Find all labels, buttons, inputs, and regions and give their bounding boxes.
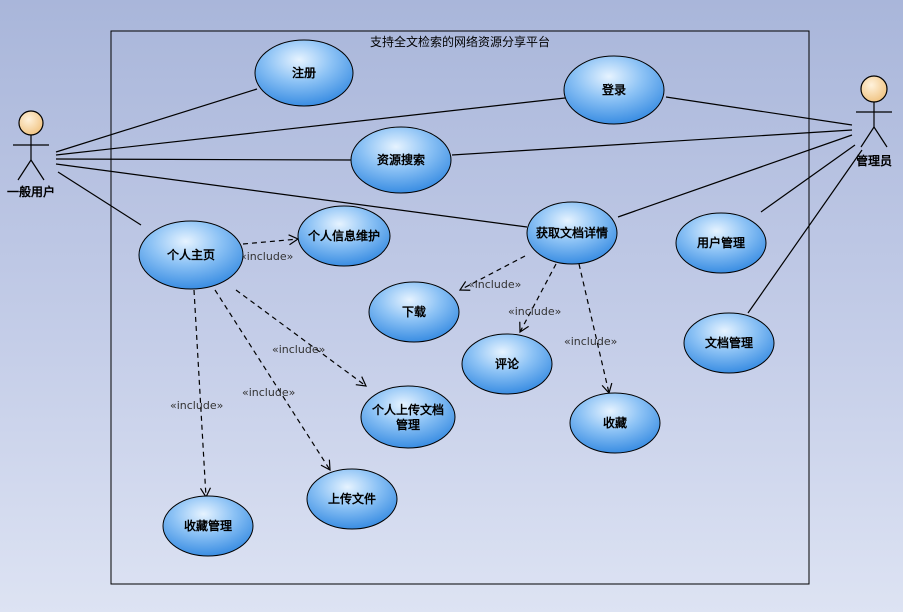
use-case-personal-home[interactable]: 个人主页 xyxy=(138,220,244,290)
include-label-uploadmgmt: «include» xyxy=(272,343,325,356)
associations-admin xyxy=(451,96,863,314)
use-case-personal-info-label: 个人信息维护 xyxy=(307,228,380,243)
include-lines xyxy=(193,234,613,499)
actor-admin[interactable] xyxy=(856,75,892,148)
actor-admin-leg-left xyxy=(860,126,875,148)
actor-user[interactable] xyxy=(13,110,49,181)
associations-user xyxy=(55,88,566,228)
include-label-favmgmt: «include» xyxy=(170,399,223,412)
assoc-user-search xyxy=(55,158,353,161)
assoc-user-login xyxy=(55,97,566,156)
use-case-upload-file[interactable]: 上传文件 xyxy=(306,468,398,530)
include-detail-comment xyxy=(519,263,557,334)
use-case-login[interactable]: 登录 xyxy=(563,55,665,125)
assoc-user-register xyxy=(55,88,258,153)
include-home-uploadmgmt xyxy=(235,289,367,387)
use-case-doc-detail-label: 获取文档详情 xyxy=(535,225,608,240)
actor-user-leg-right xyxy=(30,159,45,181)
assoc-admin-search xyxy=(451,129,853,156)
include-label-download: «include» xyxy=(468,278,521,291)
use-case-favorite-mgmt-label: 收藏管理 xyxy=(184,518,232,533)
assoc-admin-usermgmt xyxy=(760,144,856,213)
use-case-resource-search[interactable]: 资源搜索 xyxy=(350,126,452,194)
use-case-doc-mgmt-label: 文档管理 xyxy=(705,335,753,350)
include-home-favmgmt xyxy=(193,289,212,499)
assoc-admin-login xyxy=(665,96,853,126)
use-case-user-mgmt[interactable]: 用户管理 xyxy=(675,212,767,274)
use-case-comment-label: 评论 xyxy=(495,356,520,371)
use-case-download[interactable]: 下载 xyxy=(368,281,460,343)
include-label-favorite: «include» xyxy=(564,335,617,348)
assoc-admin-docmgmt xyxy=(747,149,863,314)
use-case-upload-doc-mgmt-label-2: 管理 xyxy=(396,417,420,432)
include-detail-download xyxy=(458,255,526,291)
actor-admin-head xyxy=(860,75,888,103)
use-case-download-label: 下载 xyxy=(402,304,426,319)
use-case-register[interactable]: 注册 xyxy=(254,39,354,107)
use-case-register-label: 注册 xyxy=(292,65,316,80)
include-label-upload: «include» xyxy=(242,386,295,399)
assoc-user-detail xyxy=(55,163,528,228)
include-label-info: «include» xyxy=(240,250,293,263)
actor-admin-label: 管理员 xyxy=(856,153,892,168)
use-case-login-label: 登录 xyxy=(601,82,626,97)
use-case-upload-doc-mgmt-label-1: 个人上传文档 xyxy=(371,402,444,417)
include-detail-favorite xyxy=(578,263,613,395)
include-home-info xyxy=(242,234,300,246)
use-case-comment[interactable]: 评论 xyxy=(461,333,553,395)
use-case-doc-mgmt[interactable]: 文档管理 xyxy=(683,312,775,374)
use-case-user-mgmt-label: 用户管理 xyxy=(696,235,745,250)
actor-user-leg-left xyxy=(17,159,32,181)
system-boundary xyxy=(110,30,810,585)
use-case-doc-detail[interactable]: 获取文档详情 xyxy=(526,201,618,265)
include-label-comment: «include» xyxy=(508,305,561,318)
use-case-resource-search-label: 资源搜索 xyxy=(377,152,425,167)
use-case-personal-info[interactable]: 个人信息维护 xyxy=(297,205,391,267)
use-case-personal-home-label: 个人主页 xyxy=(166,247,215,262)
use-case-favorite[interactable]: 收藏 xyxy=(569,392,661,454)
actor-user-label: 一般用户 xyxy=(7,184,55,199)
use-case-upload-doc-mgmt[interactable]: 个人上传文档 管理 xyxy=(360,385,456,449)
actor-user-head xyxy=(18,110,44,136)
use-case-upload-file-label: 上传文件 xyxy=(328,491,376,506)
use-case-favorite-mgmt[interactable]: 收藏管理 xyxy=(162,495,254,557)
system-title: 支持全文检索的网络资源分享平台 xyxy=(370,34,550,49)
use-case-favorite-label: 收藏 xyxy=(603,415,627,430)
assoc-admin-detail xyxy=(617,134,853,218)
assoc-user-home xyxy=(57,171,142,226)
actor-admin-leg-right xyxy=(873,126,888,148)
